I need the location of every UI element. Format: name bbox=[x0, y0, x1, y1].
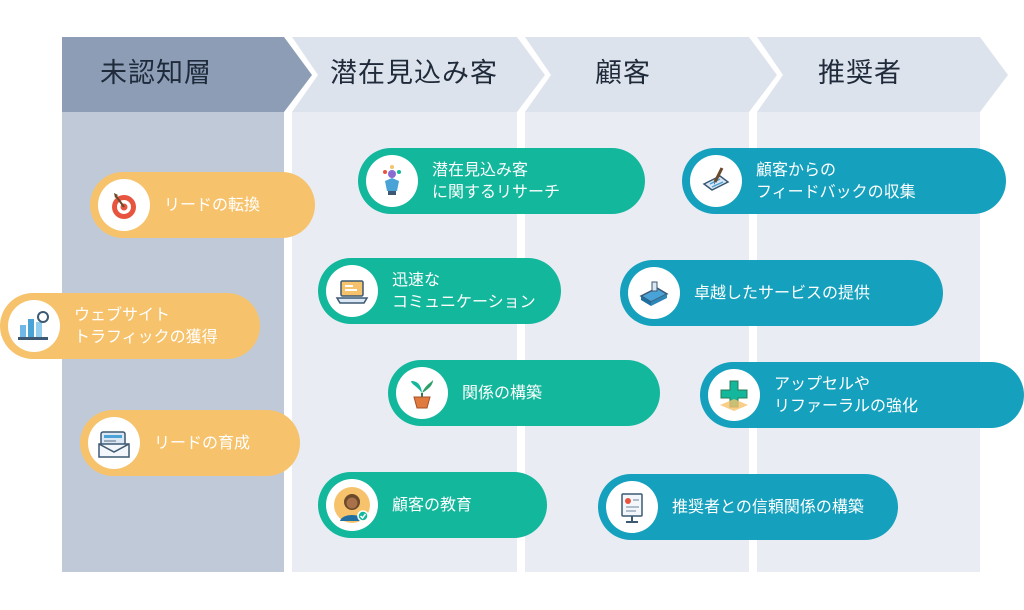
trust-icon bbox=[606, 481, 658, 533]
analytics-icon bbox=[8, 300, 60, 352]
activity-label: 卓越したサービスの提供 bbox=[694, 283, 871, 302]
email-icon bbox=[88, 417, 140, 469]
activity-prospect-research: 潜在見込み客 に関するリサーチ bbox=[358, 148, 645, 214]
activity-relationship-building: 関係の構築 bbox=[388, 360, 660, 426]
research-icon bbox=[366, 155, 418, 207]
feedback-icon bbox=[690, 155, 742, 207]
stage-header-arrows bbox=[62, 37, 1008, 112]
activity-quick-communication: 迅速な コミュニケーション bbox=[318, 258, 561, 324]
stage-arrow-customer bbox=[525, 37, 777, 112]
stage-label-advocate: 推奨者 bbox=[818, 58, 902, 89]
activity-lead-nurturing: リードの育成 bbox=[80, 410, 300, 476]
activity-lead-conversion: リードの転換 bbox=[90, 172, 315, 238]
stage-label-prospect: 潜在見込み客 bbox=[330, 58, 498, 89]
plant-icon bbox=[396, 367, 448, 419]
activity-upsell-referral: アップセルや リファーラルの強化 bbox=[700, 362, 1024, 428]
activity-advocate-trust: 推奨者との信頼関係の構築 bbox=[598, 474, 898, 540]
activity-label: ウェブサイト トラフィックの獲得 bbox=[74, 305, 218, 346]
stage-label-customer: 顧客 bbox=[595, 58, 651, 89]
activity-label: 推奨者との信頼関係の構築 bbox=[672, 497, 864, 516]
activity-label: 迅速な コミュニケーション bbox=[392, 270, 536, 311]
activity-label: リードの育成 bbox=[154, 433, 251, 452]
stage-arrow-advocate bbox=[757, 37, 1008, 112]
activity-label: 顧客の教育 bbox=[392, 495, 473, 514]
activity-customer-education: 顧客の教育 bbox=[318, 472, 547, 538]
activity-label: 顧客からの フィードバックの収集 bbox=[756, 160, 916, 201]
service-icon bbox=[628, 267, 680, 319]
activity-feedback-collection: 顧客からの フィードバックの収集 bbox=[682, 148, 1006, 214]
stage-arrow-prospect bbox=[292, 37, 545, 112]
teacher-icon bbox=[326, 479, 378, 531]
activity-excellent-service: 卓越したサービスの提供 bbox=[620, 260, 943, 326]
growth-icon bbox=[708, 369, 760, 421]
activity-website-traffic: ウェブサイト トラフィックの獲得 bbox=[0, 293, 260, 359]
stage-arrow-unaware bbox=[62, 37, 312, 112]
activity-label: 関係の構築 bbox=[462, 383, 543, 402]
target-icon bbox=[98, 179, 150, 231]
activity-label: リードの転換 bbox=[164, 195, 261, 214]
stage-label-unaware: 未認知層 bbox=[100, 58, 212, 89]
laptop-icon bbox=[326, 265, 378, 317]
activity-label: アップセルや リファーラルの強化 bbox=[774, 374, 919, 415]
activity-label: 潜在見込み客 に関するリサーチ bbox=[432, 160, 561, 201]
